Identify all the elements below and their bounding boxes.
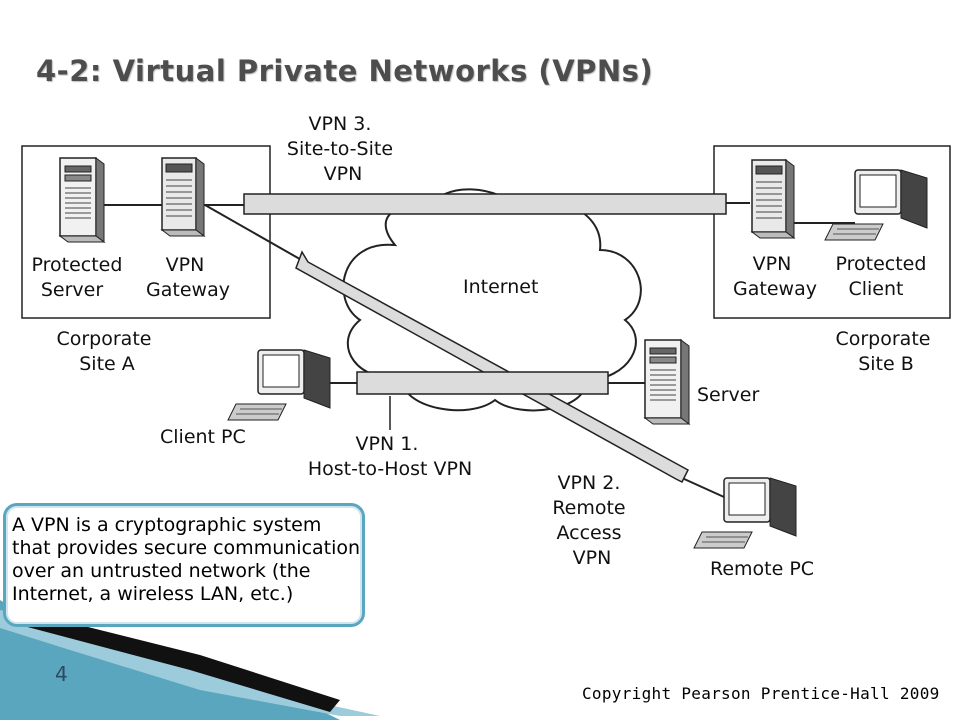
copyright-notice: Copyright Pearson Prentice-Hall 2009 <box>582 684 940 703</box>
server-label: Server <box>697 384 759 406</box>
site-a-gateway-icon <box>161 157 205 237</box>
callout-line: over an untrusted network (the <box>12 560 311 582</box>
vpn1-label: VPN 1. Host-to-Host VPN <box>308 433 472 480</box>
vpn2-label: VPN 2. Remote Access VPN <box>552 472 631 569</box>
site-a-name: Corporate Site A <box>56 328 157 375</box>
callout-line: Internet, a wireless LAN, etc.) <box>12 583 294 605</box>
vpn1-tunnel <box>356 371 609 395</box>
vpn2-tunnel <box>295 250 689 484</box>
protected-server-icon <box>59 157 105 243</box>
slide-title: 4-2: Virtual Private Networks (VPNs) <box>36 54 654 88</box>
protected-server-label: Protected Server <box>32 254 129 301</box>
callout-line: A VPN is a cryptographic system <box>12 514 322 536</box>
client-pc-icon <box>227 349 331 421</box>
server-icon <box>644 339 690 425</box>
vpn3-tunnel <box>243 193 727 215</box>
site-b-name: Corporate Site B <box>835 328 936 375</box>
client-pc-label: Client PC <box>160 426 246 448</box>
internet-label: Internet <box>463 276 538 298</box>
slide-decoration <box>0 600 380 720</box>
definition-callout: A VPN is a cryptographic system that pro… <box>3 503 365 627</box>
site-b-gateway-icon <box>751 159 795 239</box>
remote-pc-label: Remote PC <box>710 558 814 580</box>
remote-pc-icon <box>693 477 797 549</box>
site-b-gateway-label: VPN Gateway <box>733 253 817 300</box>
vpn3-label: VPN 3. Site-to-Site VPN <box>287 113 399 185</box>
internet-cloud <box>342 188 642 412</box>
site-a-gateway-label: VPN Gateway <box>146 254 230 301</box>
protected-client-label: Protected Client <box>836 253 933 300</box>
page-number: 4 <box>55 662 68 686</box>
callout-line: that provides secure communication <box>12 537 361 559</box>
